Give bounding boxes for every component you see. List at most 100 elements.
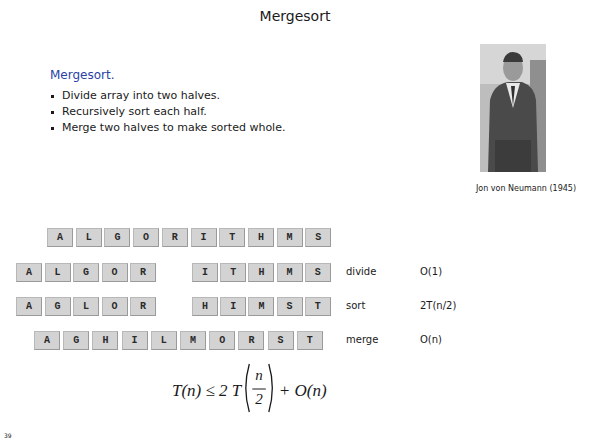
array-cell: T [297, 331, 323, 350]
array-letter: O [111, 302, 117, 312]
array-cell: H [248, 263, 274, 282]
array-cell: I [220, 297, 246, 316]
array-cell: I [192, 263, 218, 282]
array-cell: G [45, 297, 71, 316]
array-cell: H [92, 331, 118, 350]
bullet [51, 111, 54, 114]
array-letter: L [54, 268, 60, 278]
array-cell: G [63, 331, 89, 350]
array-cell: A [34, 331, 60, 350]
recurrence: T(n) ≤ 2 T [172, 381, 241, 401]
array-cell: L [45, 263, 71, 282]
array-letter: I [200, 233, 206, 243]
parenthesis [246, 364, 250, 412]
array-letter: T [229, 233, 235, 243]
step-name: merge [346, 334, 378, 346]
array-cell: H [192, 297, 218, 316]
array-cell: O [209, 331, 235, 350]
array-letter: R [172, 233, 178, 243]
array-letter: A [44, 336, 50, 346]
portrait-photo [480, 44, 546, 172]
array-cell: G [104, 228, 130, 247]
array-cell: A [16, 297, 42, 316]
array-letter: M [258, 302, 264, 312]
array-cell: S [305, 263, 331, 282]
array-cell: I [191, 228, 217, 247]
slide-title: Mergesort [260, 8, 331, 24]
array-letter: I [230, 302, 236, 312]
array-cell: O [102, 263, 128, 282]
page-number: 39 [4, 432, 12, 439]
array-letter: T [230, 268, 236, 278]
array-cell: S [305, 228, 331, 247]
array-letter: I [132, 336, 138, 346]
array-cell: L [73, 297, 99, 316]
array-cell: R [130, 297, 156, 316]
step-cost: O(1) [420, 266, 442, 278]
array-letter: G [83, 268, 89, 278]
array-cell: O [102, 297, 128, 316]
recurrence: 2 [255, 390, 263, 408]
photo-caption: Jon von Neumann (1945) [476, 184, 576, 194]
array-cell: T [220, 263, 246, 282]
array-letter: R [140, 268, 146, 278]
array-letter: A [26, 268, 32, 278]
array-cell: R [130, 263, 156, 282]
array-cell: O [133, 228, 159, 247]
array-letter: O [219, 336, 225, 346]
array-cell: M [248, 297, 274, 316]
array-cell: L [151, 331, 177, 350]
array-letter: L [86, 233, 92, 243]
step-cost: 2T(n/2) [420, 300, 456, 312]
array-letter: R [140, 302, 146, 312]
array-letter: H [258, 233, 264, 243]
bullet-text: Divide array into two halves. [62, 89, 220, 102]
array-letter: M [287, 233, 293, 243]
bullet-text: Recursively sort each half. [62, 105, 207, 118]
array-letter: I [202, 268, 208, 278]
array-cell: A [47, 228, 73, 247]
array-cell: S [268, 331, 294, 350]
array-letter: S [315, 233, 321, 243]
array-cell: A [16, 263, 42, 282]
array-letter: T [315, 302, 321, 312]
array-letter: S [278, 336, 284, 346]
array-letter: O [143, 233, 149, 243]
array-cell: T [219, 228, 245, 247]
array-cell: I [122, 331, 148, 350]
recurrence: n [255, 366, 263, 384]
array-cell: H [248, 228, 274, 247]
array-cell: S [277, 297, 303, 316]
array-cell: M [277, 263, 303, 282]
step-name: divide [346, 266, 376, 278]
section-heading: Mergesort. [50, 68, 115, 82]
array-letter: L [83, 302, 89, 312]
fraction-bar [252, 389, 266, 390]
array-letter: T [307, 336, 313, 346]
array-letter: A [26, 302, 32, 312]
array-letter: H [258, 268, 264, 278]
array-cell: G [73, 263, 99, 282]
array-cell: T [305, 297, 331, 316]
bullet-text: Merge two halves to make sorted whole. [62, 121, 285, 134]
array-cell: M [277, 228, 303, 247]
array-letter: O [111, 268, 117, 278]
array-letter: M [190, 336, 196, 346]
array-cell: L [76, 228, 102, 247]
array-letter: L [161, 336, 167, 346]
step-cost: O(n) [420, 334, 442, 346]
array-cell: M [180, 331, 206, 350]
bullet [51, 95, 54, 98]
array-letter: A [57, 233, 63, 243]
bullet [51, 127, 54, 130]
array-letter: S [287, 302, 293, 312]
recurrence: + O(n) [279, 381, 327, 401]
array-letter: R [248, 336, 254, 346]
array-letter: M [287, 268, 293, 278]
array-letter: S [315, 268, 321, 278]
array-letter: H [102, 336, 108, 346]
parenthesis [269, 364, 273, 412]
array-letter: G [73, 336, 79, 346]
array-cell: R [238, 331, 264, 350]
